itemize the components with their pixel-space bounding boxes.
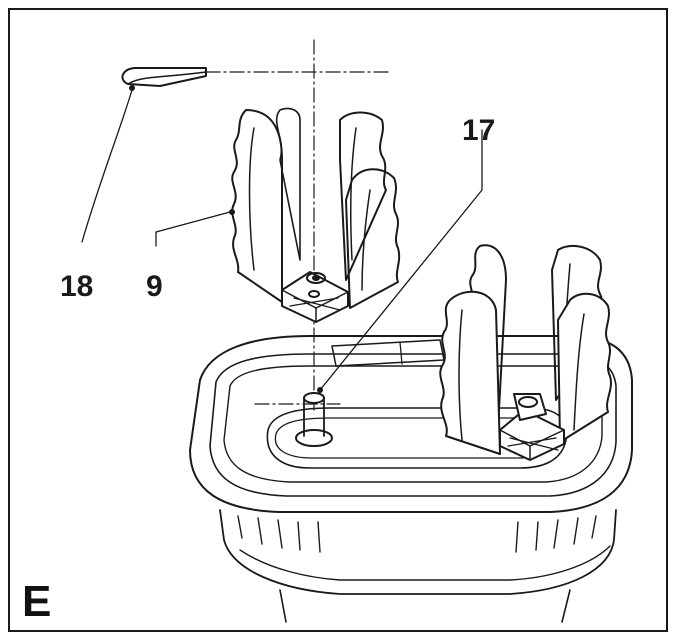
callout-9: 9 xyxy=(146,270,163,303)
leader-17 xyxy=(319,129,483,391)
upper-basket-holder xyxy=(229,107,401,323)
leader-9 xyxy=(155,211,231,247)
callout-18: 18 xyxy=(60,270,94,303)
diagram-frame: 17 18 9 xyxy=(8,8,668,632)
exploded-assembly-drawing xyxy=(81,39,633,623)
leader-18 xyxy=(81,89,133,243)
mounting-pin xyxy=(295,387,333,447)
panel-letter: E xyxy=(22,577,52,626)
callout-17: 17 xyxy=(462,114,496,147)
mounted-basket-holder xyxy=(439,244,612,461)
spring-clip xyxy=(121,67,207,91)
